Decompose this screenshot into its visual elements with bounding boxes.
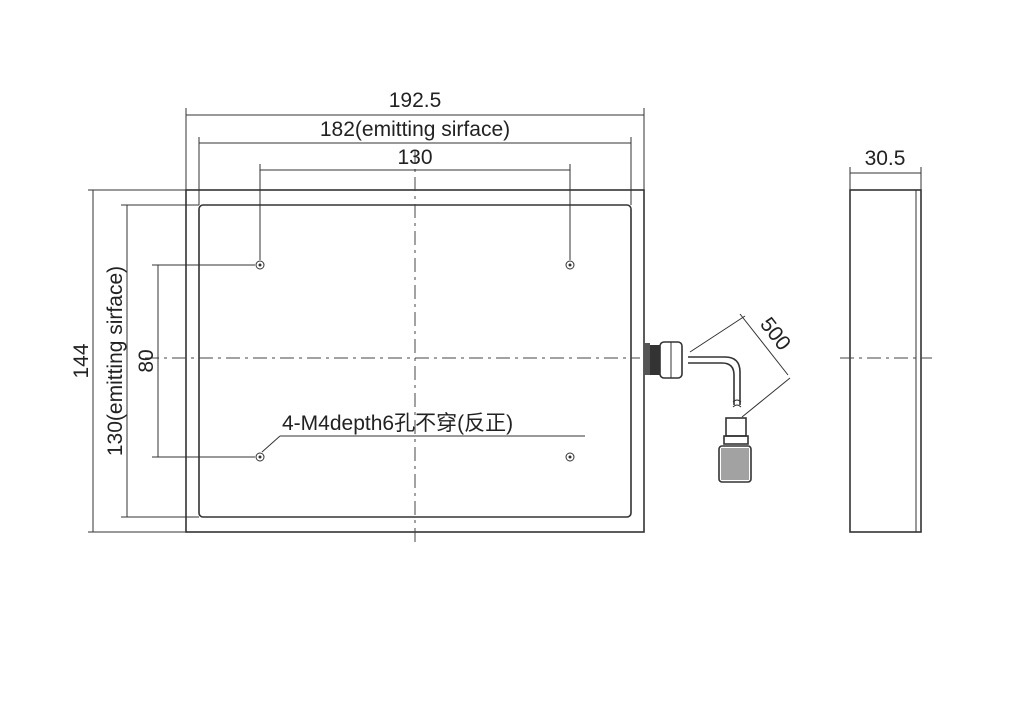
dim-hole-spacing-x: 130 xyxy=(259,146,571,260)
dim-label: 80 xyxy=(135,349,158,372)
dim-emitting-width: 182(emitting sirface) xyxy=(198,118,632,205)
dim-label: 500 xyxy=(755,313,795,355)
dim-label: 130 xyxy=(397,146,432,169)
dim-cable-length: 500 xyxy=(689,313,795,418)
cable-connector xyxy=(644,341,752,483)
holes-note-text: 4-M4depth6孔不穿(反正) xyxy=(282,412,513,435)
dim-overall-height: 144 xyxy=(70,189,186,533)
dim-label: 130(emitting sirface) xyxy=(104,266,127,456)
dim-label: 192.5 xyxy=(389,89,442,112)
holes-note: 4-M4depth6孔不穿(反正) xyxy=(261,412,585,453)
dim-label: 182(emitting sirface) xyxy=(320,118,510,141)
dim-label: 144 xyxy=(70,343,93,378)
dim-emitting-height: 130(emitting sirface) xyxy=(104,204,199,518)
front-view xyxy=(145,150,645,545)
dim-hole-spacing-y: 80 xyxy=(135,264,255,458)
dim-label: 30.5 xyxy=(865,147,906,170)
side-view: 30.5 xyxy=(840,147,932,533)
mounting-holes xyxy=(255,260,575,462)
dim-overall-width: 192.5 xyxy=(185,89,645,190)
